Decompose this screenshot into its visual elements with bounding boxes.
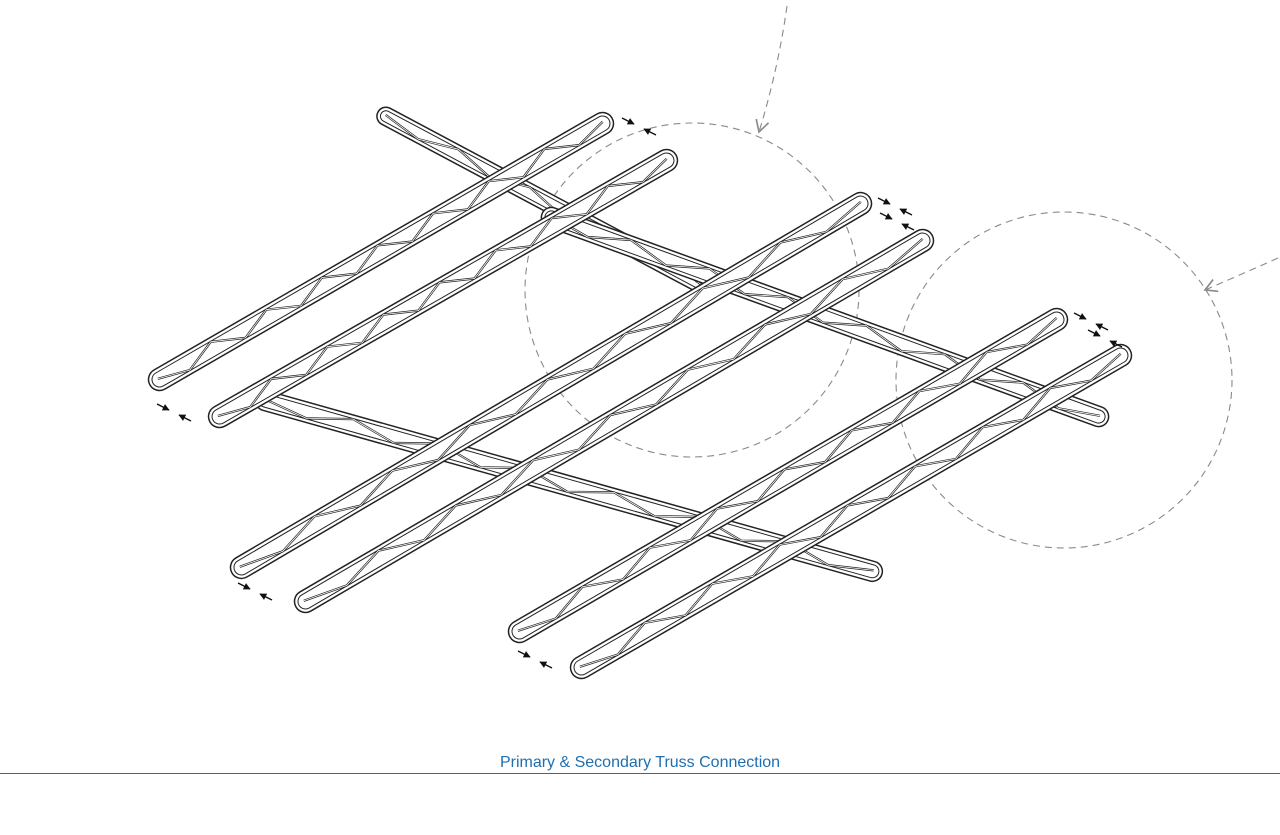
truss-web-highlight xyxy=(550,215,1101,417)
detail-callouts xyxy=(524,5,1279,549)
connection-arrow-pair-6 xyxy=(517,650,553,669)
primary-truss-4 xyxy=(293,228,935,614)
truss-web-highlight xyxy=(217,158,667,417)
arrow-right xyxy=(517,650,531,658)
primary-truss-2 xyxy=(207,148,679,429)
arrow-right xyxy=(621,117,635,125)
truss-web-highlight xyxy=(579,353,1121,668)
arrow-right xyxy=(877,197,891,205)
truss-web-highlight xyxy=(303,238,923,602)
connection-arrow-pair-4 xyxy=(156,403,192,422)
connection-arrow-pair-1 xyxy=(621,117,657,136)
arrow-left xyxy=(539,661,553,669)
arrow-left xyxy=(1095,323,1109,331)
leader-line-1 xyxy=(755,5,788,134)
arrow-left xyxy=(1109,340,1123,348)
arrow-right xyxy=(237,582,251,590)
truss-web-highlight xyxy=(264,398,874,571)
primary-trusses xyxy=(147,111,1133,680)
leader-line-2 xyxy=(1203,257,1279,293)
arrow-left xyxy=(899,208,913,216)
truss-web-highlight xyxy=(157,121,603,380)
connection-arrow-pair-3 xyxy=(1073,312,1109,331)
connection-arrow-pair-2 xyxy=(877,197,913,216)
truss-frame-outer xyxy=(507,307,1069,644)
connection-arrow-pair-5 xyxy=(237,582,273,601)
primary-truss-6 xyxy=(569,343,1133,680)
truss-frame-outer xyxy=(229,191,873,580)
arrow-right xyxy=(1087,329,1101,337)
truss-frame-outer xyxy=(569,343,1133,680)
arrow-left xyxy=(178,414,192,422)
caption-rule xyxy=(0,773,1280,774)
arrow-left xyxy=(901,223,915,231)
truss-web-highlight xyxy=(517,317,1057,632)
arrow-right xyxy=(879,212,893,220)
truss-frame-outer xyxy=(293,228,935,614)
secondary-truss-3 xyxy=(540,206,1110,428)
arrow-right xyxy=(156,403,170,411)
arrow-left xyxy=(259,593,273,601)
arrow-left xyxy=(643,128,657,136)
detail-callout-circle-2 xyxy=(895,211,1233,549)
arrow-right xyxy=(1073,312,1087,320)
primary-truss-1 xyxy=(147,111,615,392)
primary-truss-5 xyxy=(507,307,1069,644)
secondary-truss-2 xyxy=(254,389,884,583)
truss-frame-outer xyxy=(147,111,615,392)
diagram-caption: Primary & Secondary Truss Connection xyxy=(499,754,781,771)
truss-frame-outer xyxy=(540,206,1110,428)
connection-arrow-pair-7 xyxy=(879,212,915,231)
primary-truss-3 xyxy=(229,191,873,580)
connection-arrow-pair-8 xyxy=(1087,329,1123,348)
truss-web-highlight xyxy=(239,201,862,568)
connection-arrows xyxy=(156,117,1123,669)
truss-frame-outer xyxy=(207,148,679,429)
secondary-trusses xyxy=(254,106,1110,583)
